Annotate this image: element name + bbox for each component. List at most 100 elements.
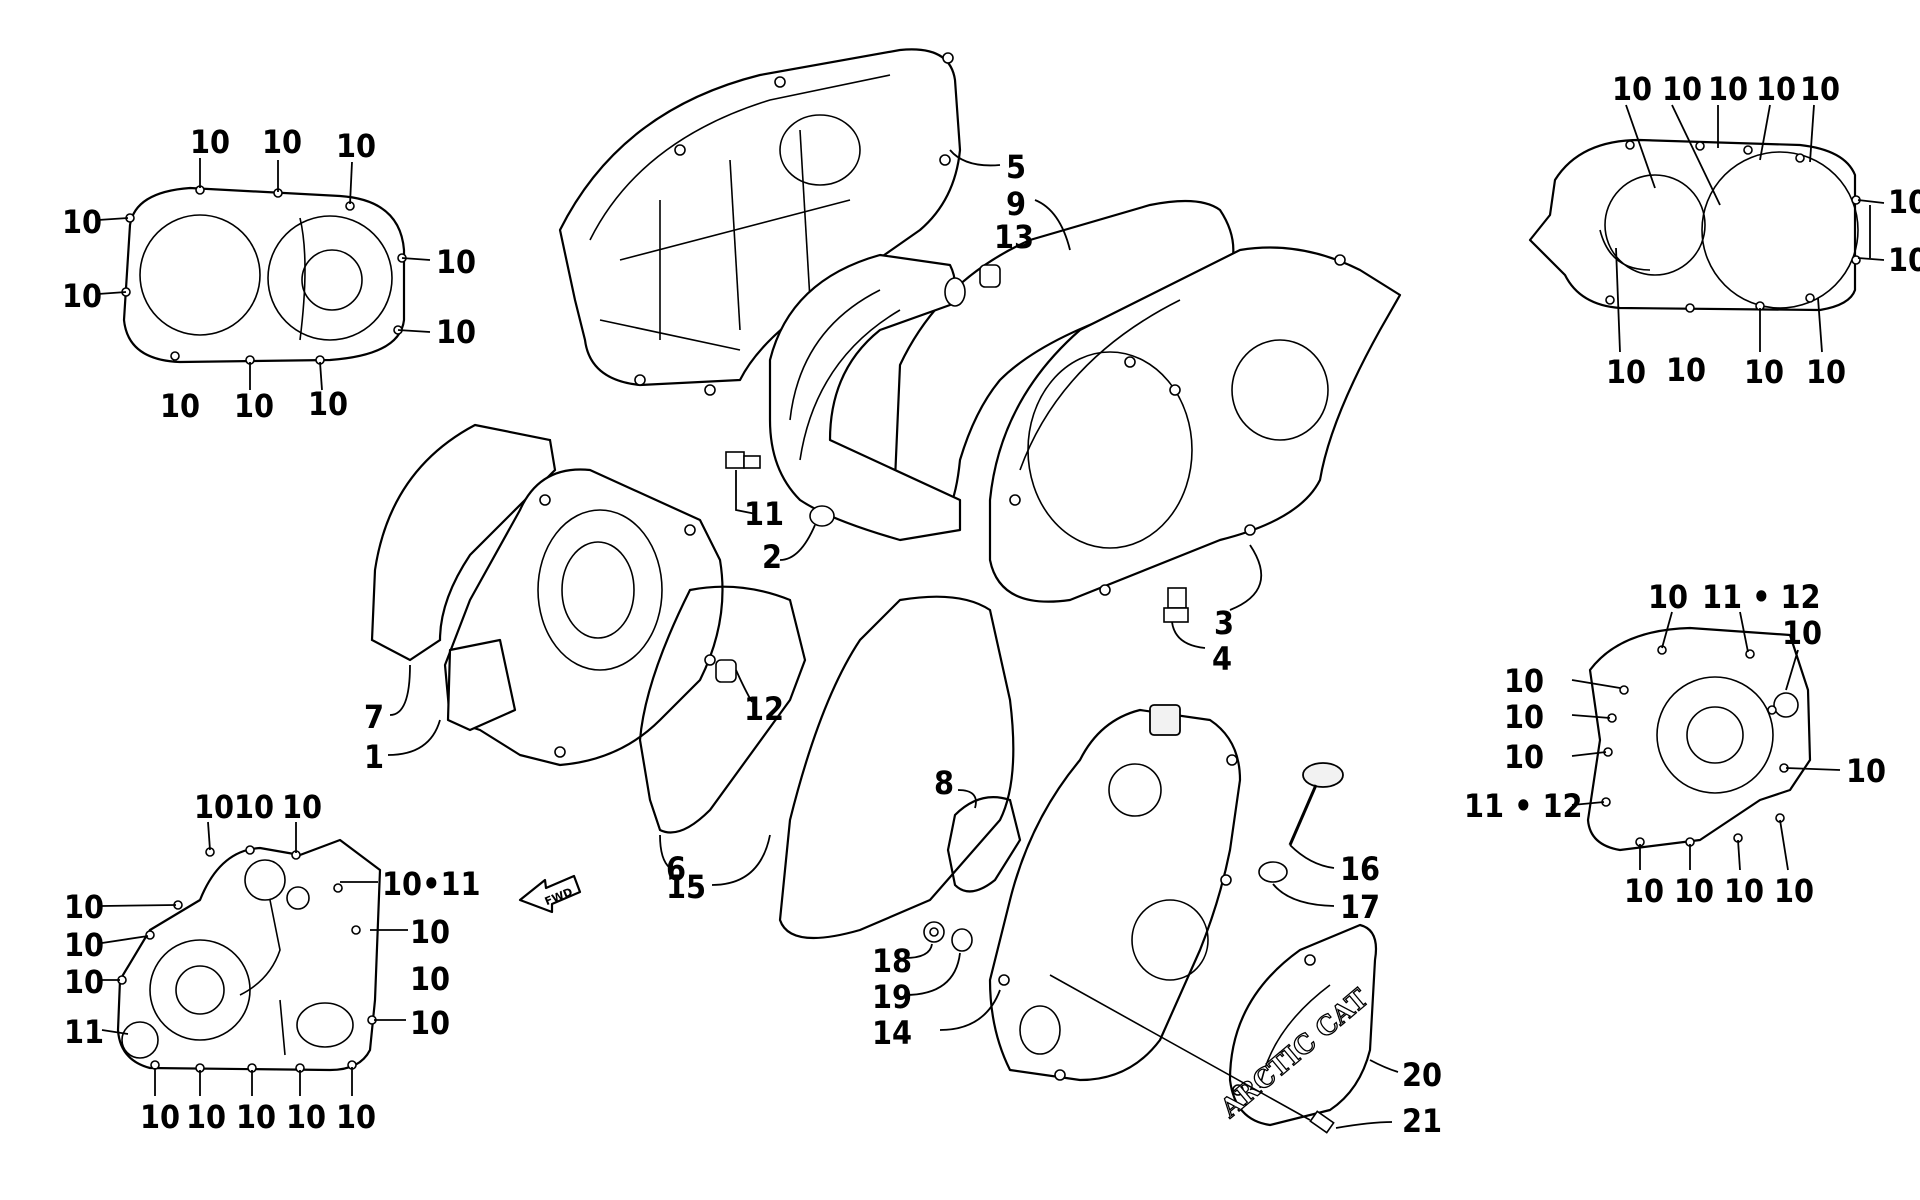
label-tl-1: 10 (190, 123, 230, 161)
clutch-cover-outer-detail (121, 185, 407, 365)
label-part-21: 21 (1402, 1102, 1442, 1140)
part-11-screw (725, 451, 761, 469)
part-1-clutch-housing (443, 468, 724, 767)
label-mr-2: 11 • 12 (1702, 578, 1821, 616)
label-tl-8: 10 (160, 387, 200, 425)
label-tl-2: 10 (262, 123, 302, 161)
label-part-9: 9 (1006, 185, 1026, 223)
label-mr-4: 10 (1504, 662, 1544, 700)
label-part-3: 3 (1214, 604, 1234, 642)
label-part-1: 1 (364, 738, 384, 776)
leader-9 (1034, 199, 1071, 251)
label-bl-13: 10 (140, 1098, 180, 1136)
label-bl-1: 10 (194, 788, 234, 826)
label-part-5: 5 (1006, 148, 1026, 186)
label-mr-3: 10 (1782, 614, 1822, 652)
label-tr-6: 10 (1888, 183, 1920, 221)
label-bl-3: 10 (282, 788, 322, 826)
label-bl-10: 10 (64, 963, 104, 1001)
label-part-20: 20 (1402, 1056, 1442, 1094)
label-part-12: 12 (744, 690, 784, 728)
label-tl-5: 10 (436, 243, 476, 281)
leader-8 (957, 789, 977, 809)
part-14-crankcase-cover (988, 704, 1242, 1082)
leader-5 (949, 149, 1001, 167)
label-mr-1: 10 (1648, 578, 1688, 616)
label-bl-9: 10 (64, 926, 104, 964)
part-13-sleeve (979, 264, 1001, 288)
label-bl-14: 10 (186, 1098, 226, 1136)
label-part-14: 14 (872, 1014, 912, 1052)
leader-19 (904, 952, 961, 996)
leader-2 (779, 524, 816, 561)
part-3-inner-cover (988, 246, 1402, 603)
crankcase-cover-rear-leaders (1571, 611, 1841, 871)
label-part-7: 7 (364, 698, 384, 736)
label-tr-10: 10 (1744, 353, 1784, 391)
label-part-17: 17 (1340, 888, 1380, 926)
leader-14 (939, 989, 1001, 1031)
leader-7 (389, 664, 411, 716)
part-2-air-duct (768, 253, 966, 542)
label-bl-5: 10 (410, 913, 450, 951)
label-mr-11: 10 (1724, 872, 1764, 910)
label-bl-7: 10 (410, 1004, 450, 1042)
part-19-o-ring (951, 928, 973, 952)
leader-15 (711, 834, 771, 886)
label-mr-9: 10 (1624, 872, 1664, 910)
label-tl-9: 10 (234, 387, 274, 425)
label-tl-10: 10 (308, 385, 348, 423)
part-16-dipstick (1288, 762, 1344, 846)
part-21-screw (1309, 1110, 1335, 1134)
label-bl-12: 11 (64, 1013, 104, 1051)
label-bl-16: 10 (286, 1098, 326, 1136)
label-mr-7: 10 (1846, 752, 1886, 790)
label-part-15: 15 (666, 868, 706, 906)
label-part-2: 2 (762, 538, 782, 576)
label-bl-4: 10•11 (382, 865, 481, 903)
label-bl-17: 10 (336, 1098, 376, 1136)
clutch-cover-inner-leaders (1615, 104, 1885, 353)
label-part-16: 16 (1340, 850, 1380, 888)
part-6-gasket (638, 585, 807, 834)
crankcase-cover-rear-detail (1586, 626, 1812, 852)
label-tl-4: 10 (62, 203, 102, 241)
label-tr-8: 10 (1606, 353, 1646, 391)
part-7-gasket (370, 423, 557, 662)
leader-3 (1229, 544, 1263, 611)
label-tr-2: 10 (1662, 70, 1702, 108)
part-4-screw (1163, 587, 1189, 623)
label-mr-5: 10 (1504, 698, 1544, 736)
leader-17 (1272, 883, 1335, 907)
label-tr-5: 10 (1800, 70, 1840, 108)
leader-16 (1289, 844, 1335, 869)
leader-6 (659, 834, 671, 869)
part-15-gasket (778, 595, 1015, 940)
label-part-19: 19 (872, 978, 912, 1016)
leader-11-top (735, 470, 757, 515)
leader-18 (904, 943, 933, 959)
part-12-dowel (715, 659, 737, 683)
part-8-seal (946, 796, 1022, 893)
part-17-o-ring (1258, 861, 1288, 883)
leader-20 (1369, 1059, 1399, 1073)
label-mr-12: 10 (1774, 872, 1814, 910)
label-tr-4: 10 (1756, 70, 1796, 108)
label-bl-2: 10 (234, 788, 274, 826)
label-part-13: 13 (994, 218, 1034, 256)
crankcase-cover-front-leaders (101, 821, 408, 1096)
label-tr-11: 10 (1806, 353, 1846, 391)
label-bl-6: 10 (410, 960, 450, 998)
clutch-cover-inner-detail (1528, 138, 1861, 313)
label-tr-7: 10 (1888, 241, 1920, 279)
label-part-18: 18 (872, 942, 912, 980)
label-part-4: 4 (1212, 640, 1232, 678)
leader-12 (735, 669, 753, 703)
label-mr-6: 10 (1504, 738, 1544, 776)
label-tr-9: 10 (1666, 351, 1706, 389)
label-part-8: 8 (934, 764, 954, 802)
crankcase-cover-front-detail (116, 838, 382, 1073)
part-20-timing-cover: ARCTIC CAT (1214, 923, 1378, 1127)
label-tl-3: 10 (336, 127, 376, 165)
